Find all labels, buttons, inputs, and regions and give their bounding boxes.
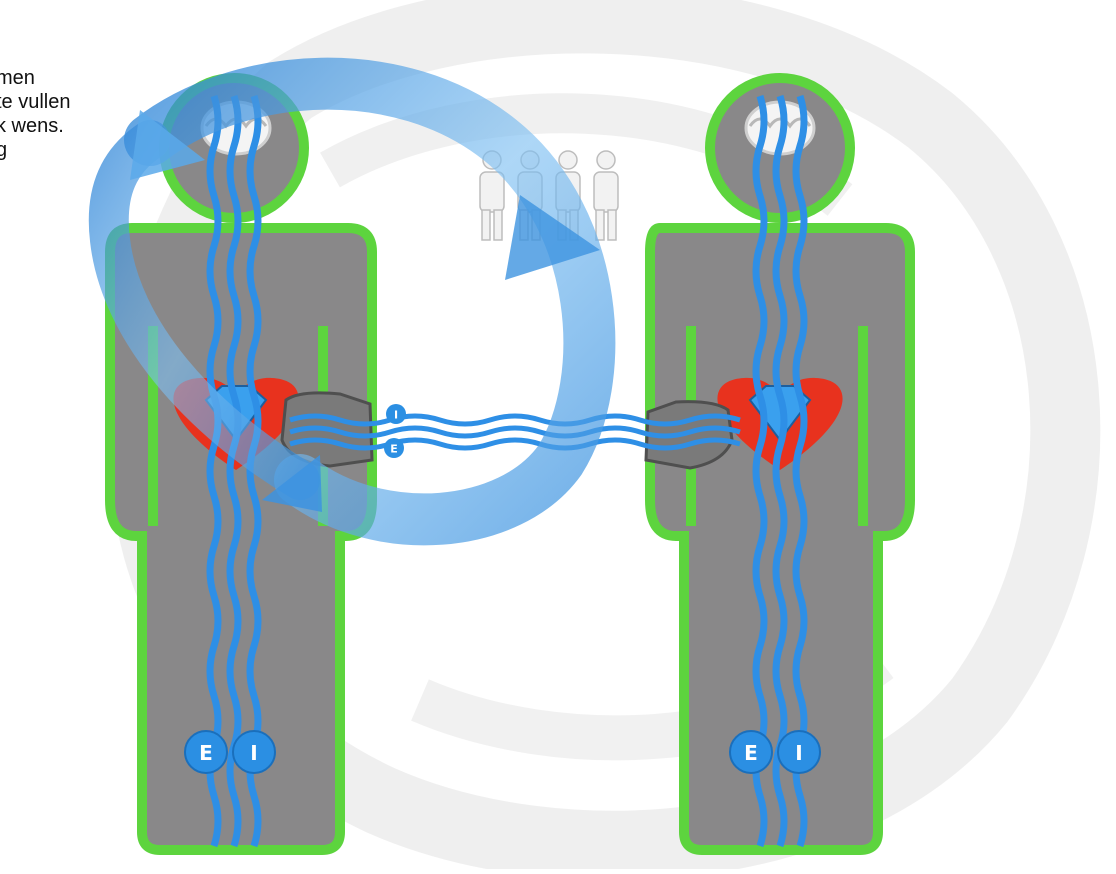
right-badge-e-label: E xyxy=(744,741,758,765)
description-line-4: g xyxy=(0,139,8,161)
connection-badge-e-label: E xyxy=(390,443,398,456)
right-badge-e: E xyxy=(729,730,773,774)
right-person-figure: E I xyxy=(645,73,915,855)
description-line-3: k wens. xyxy=(0,115,64,137)
connection-badge-i: I xyxy=(386,404,406,424)
left-badge-i-label: I xyxy=(250,741,257,765)
left-badge-e: E xyxy=(184,730,228,774)
right-badge-i: I xyxy=(777,730,821,774)
connection-badge-e: E xyxy=(384,438,404,458)
connection-waves xyxy=(289,413,741,451)
description-line-1: men xyxy=(0,67,35,89)
left-arm-line-left xyxy=(148,326,158,526)
cycle-arrow-icon xyxy=(88,57,616,546)
left-badge-i: I xyxy=(232,730,276,774)
connection-badge-i-label: I xyxy=(394,409,398,422)
right-arm-line-right xyxy=(858,326,868,526)
right-badge-i-label: I xyxy=(795,741,802,765)
description-line-2: te vullen xyxy=(0,91,71,113)
description-text: men te vullen k wens. g xyxy=(0,66,71,162)
left-badge-e-label: E xyxy=(199,741,213,765)
right-energy-waves xyxy=(752,94,808,848)
